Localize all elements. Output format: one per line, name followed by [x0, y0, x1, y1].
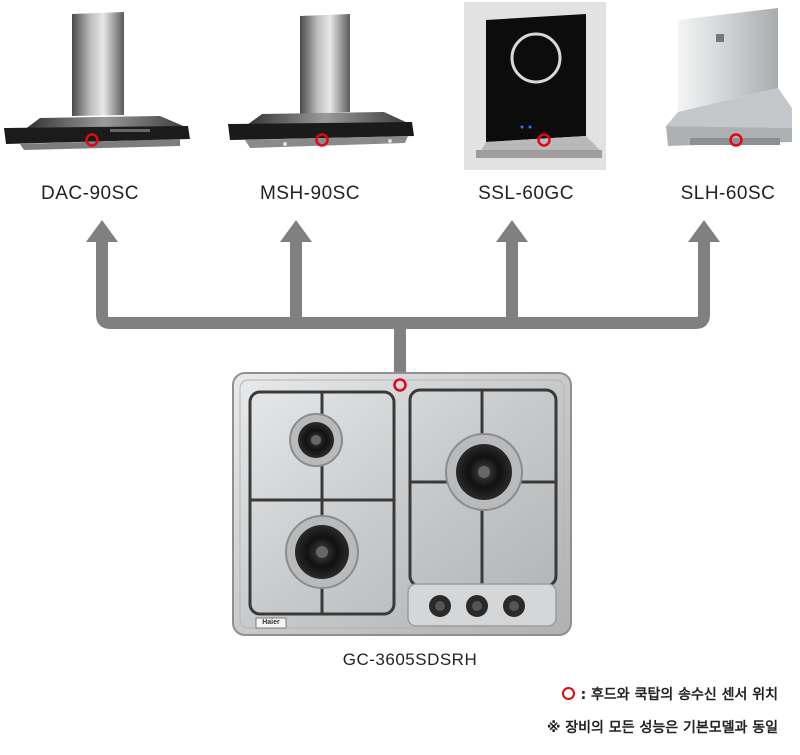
- hood-images: [4, 2, 792, 170]
- hood-model-label-3: SSL-60GC: [478, 183, 574, 204]
- sensor-legend: : 후드와 쿡탑의 송수신 센서 위치: [561, 684, 778, 704]
- sensor-marker-hood-4: [729, 133, 743, 147]
- sensor-marker-legend-icon: [561, 687, 575, 700]
- sensor-marker-hood-1: [85, 133, 99, 147]
- connector-arrows: [86, 220, 720, 375]
- cooktop-brand-badge: Haier: [262, 619, 280, 626]
- performance-note: ※ 장비의 모든 성능은 기본모델과 동일: [546, 720, 778, 736]
- cooktop-image: [232, 372, 572, 636]
- hood-model-label-2: MSH-90SC: [259, 183, 361, 204]
- sensor-legend-text: : 후드와 쿡탑의 송수신 센서 위치: [580, 687, 778, 703]
- sensor-marker-hood-2: [315, 133, 329, 147]
- cooktop-model-label: GC-3605SDSRH: [342, 650, 478, 669]
- sensor-marker-cooktop: [393, 378, 407, 392]
- arrow-head-1: [86, 220, 118, 242]
- arrow-head-4: [688, 220, 720, 242]
- sensor-marker-hood-3: [537, 133, 551, 147]
- hood-slh-60sc-image: [666, 8, 792, 146]
- hood-ssl-60gc-image: [464, 2, 606, 170]
- hood-model-label-4: SLH-60SC: [680, 183, 776, 204]
- arrow-head-3: [496, 220, 528, 242]
- hood-dac-90sc-image: [4, 12, 190, 150]
- hood-msh-90sc-image: [228, 14, 414, 148]
- arrow-head-2: [280, 220, 312, 242]
- hood-model-label-1: DAC-90SC: [41, 183, 139, 204]
